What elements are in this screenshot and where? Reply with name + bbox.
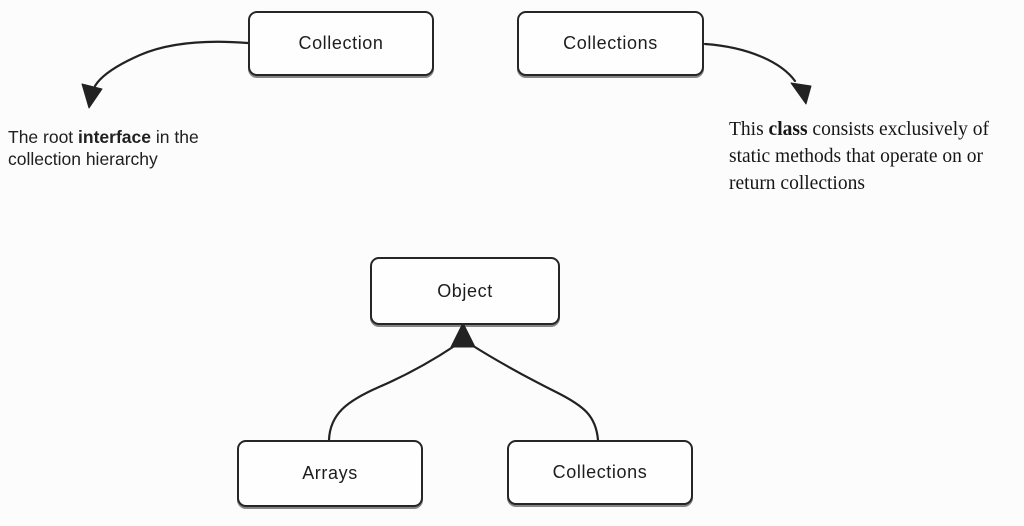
class-note: This class consists exclusively of stati… (729, 116, 1024, 197)
edge-arrays-to-object (327, 343, 458, 442)
interface-note: The root interface in the collection hie… (8, 126, 254, 170)
edge-collections-to-object (468, 342, 600, 442)
collections-utility-box: Collections (507, 440, 693, 505)
arrays-box: Arrays (237, 440, 423, 507)
interface-note-bold: interface (78, 127, 151, 147)
collection-box: Collection (248, 11, 434, 76)
collections-class-box: Collections (517, 11, 704, 76)
class-note-pre: This (729, 119, 769, 140)
class-note-bold: class (768, 119, 808, 140)
arrow-collection-to-interface-note (93, 40, 250, 88)
arrays-box-label: Arrays (302, 463, 358, 483)
collection-box-label: Collection (298, 33, 384, 53)
arrow-collections-to-class-note (703, 42, 797, 83)
arrowhead-class-note (790, 82, 812, 105)
collections-class-box-label: Collections (563, 33, 658, 53)
collections-utility-box-label: Collections (552, 462, 648, 482)
arrowhead-object (450, 322, 476, 348)
object-box-label: Object (437, 280, 493, 301)
interface-note-post: in the collection hierarchy (8, 127, 199, 169)
interface-note-pre: The root (8, 127, 79, 147)
class-note-post: consists exclusively of static methods t… (729, 119, 989, 194)
arrowhead-interface-note (81, 83, 103, 109)
object-box: Object (370, 257, 560, 325)
